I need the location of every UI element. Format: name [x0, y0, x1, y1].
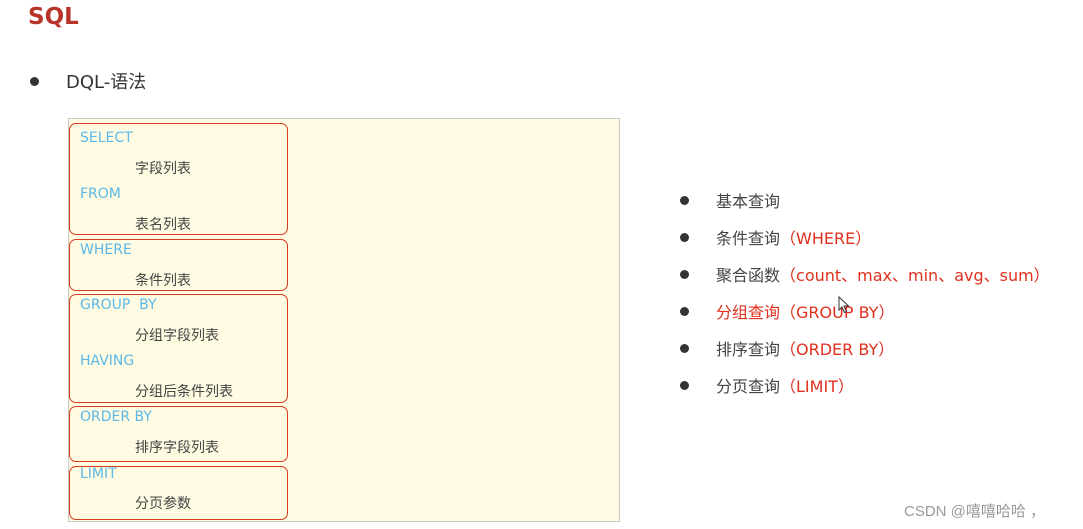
arg-paging-params: 分页参数	[135, 496, 191, 512]
arg-field-list: 字段列表	[135, 161, 191, 177]
syntax-group-where: WHERE 条件列表	[69, 239, 288, 291]
keyword-having: HAVING	[80, 353, 135, 369]
list-item-aggregate-functions: 聚合函数 （count、max、min、avg、sum）	[680, 262, 1050, 286]
list-item-label: 条件查询	[716, 229, 781, 248]
main-bullet-label: DQL-语法	[66, 72, 147, 93]
bullet-icon	[680, 380, 689, 390]
list-item-label: 基本查询	[716, 192, 781, 211]
list-item-condition-query: 条件查询 （WHERE）	[680, 225, 871, 249]
list-item-group-query: 分组查询 （GROUP BY）	[680, 299, 894, 323]
watermark: CSDN @嘻嘻哈哈 ，	[904, 503, 1046, 520]
list-item-label: 分页查询	[716, 377, 781, 396]
syntax-group-groupby-having: GROUP BY 分组字段列表 HAVING 分组后条件列表	[69, 294, 288, 403]
list-item-detail: （ORDER BY）	[780, 340, 895, 359]
arg-group-field-list: 分组字段列表	[135, 328, 219, 344]
list-item-paging-query: 分页查询 （LIMIT）	[680, 373, 854, 397]
keyword-order-by: ORDER BY	[80, 409, 152, 425]
list-item-label: 聚合函数	[716, 266, 781, 285]
bullet-icon	[680, 269, 689, 279]
keyword-group-by: GROUP BY	[80, 297, 157, 313]
syntax-group-select-from: SELECT 字段列表 FROM 表名列表	[69, 123, 288, 235]
list-item-basic-query: 基本查询	[680, 188, 780, 212]
bullet-icon	[30, 76, 39, 86]
list-item-detail: （LIMIT）	[780, 377, 854, 396]
bullet-icon	[680, 306, 689, 316]
list-item-label: 排序查询	[716, 340, 781, 359]
bullet-icon	[680, 343, 689, 353]
arg-sort-field-list: 排序字段列表	[135, 440, 219, 456]
arg-post-group-condition-list: 分组后条件列表	[135, 384, 233, 400]
list-item-sort-query: 排序查询 （ORDER BY）	[680, 336, 894, 360]
list-item-detail: （WHERE）	[780, 229, 872, 248]
arg-condition-list: 条件列表	[135, 273, 191, 289]
keyword-from: FROM	[80, 186, 121, 202]
keyword-select: SELECT	[80, 130, 133, 146]
list-item-detail: （count、max、min、avg、sum）	[780, 266, 1050, 285]
syntax-group-limit: LIMIT 分页参数	[69, 466, 288, 520]
page-title: SQL	[28, 4, 79, 30]
keyword-limit: LIMIT	[80, 466, 117, 482]
arg-table-list: 表名列表	[135, 217, 191, 233]
syntax-panel: SELECT 字段列表 FROM 表名列表 WHERE 条件列表 GROUP B…	[68, 118, 620, 522]
main-bullet-item: DQL-语法	[30, 68, 146, 94]
list-item-label: 分组查询	[716, 303, 781, 322]
list-item-detail: （GROUP BY）	[780, 303, 895, 322]
syntax-group-orderby: ORDER BY 排序字段列表	[69, 406, 288, 462]
bullet-icon	[680, 195, 689, 205]
keyword-where: WHERE	[80, 242, 132, 258]
bullet-icon	[680, 232, 689, 242]
mouse-cursor-icon	[838, 296, 850, 314]
